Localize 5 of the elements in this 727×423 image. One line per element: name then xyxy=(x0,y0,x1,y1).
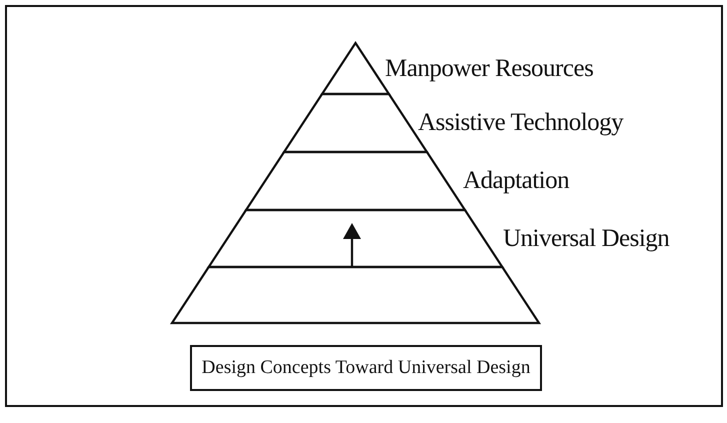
tier-label: Assistive Technology xyxy=(418,109,624,137)
tier-label: Manpower Resources xyxy=(385,54,594,82)
tier-label: Universal Design xyxy=(503,224,670,252)
tier-label: Adaptation xyxy=(463,167,570,195)
concept-box: Design Concepts Toward Universal Design xyxy=(190,345,542,391)
